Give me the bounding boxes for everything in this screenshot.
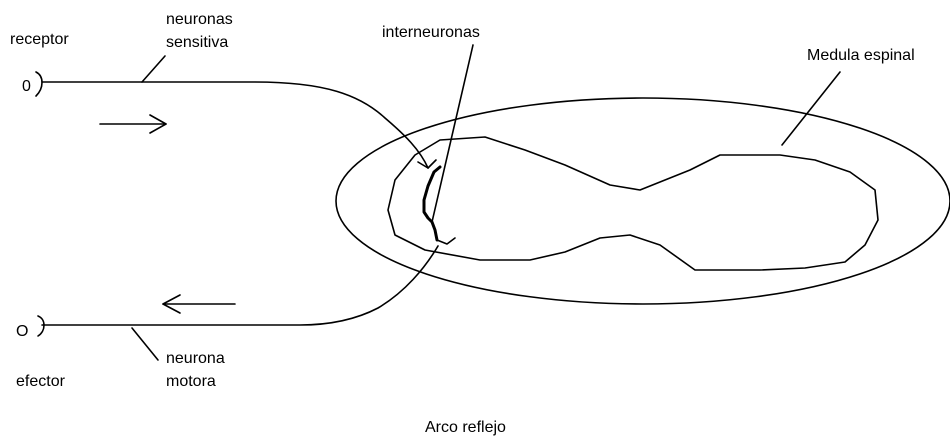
spinal-cord-outline — [336, 98, 950, 304]
arrow-left-icon — [163, 295, 235, 313]
label-spinal-cord: Medula espinal — [807, 47, 915, 64]
leader-line-sensory — [142, 56, 165, 82]
receptor-symbol-label: 0 — [22, 78, 31, 95]
label-sensory-neuron-line1: neuronas — [166, 11, 233, 28]
motor-neuron-fiber — [42, 246, 438, 325]
receptor-symbol — [36, 72, 42, 96]
sensory-neuron-fiber — [42, 82, 428, 168]
interneuron-body — [424, 167, 440, 240]
label-motor-neuron-line2: motora — [166, 373, 216, 390]
diagram-caption: Arco reflejo — [425, 419, 506, 436]
leader-line-motor — [132, 328, 158, 360]
interneuron-terminal — [437, 238, 455, 244]
label-effector: efector — [16, 373, 66, 390]
label-sensory-neuron-line2: sensitiva — [166, 34, 228, 51]
effector-symbol — [38, 316, 44, 336]
leader-line-interneurons — [432, 45, 473, 222]
arrow-right-icon — [100, 115, 166, 133]
sensory-neuron-terminal — [418, 160, 436, 168]
leader-line-medula — [782, 72, 840, 145]
grey-matter-shape — [388, 137, 878, 270]
label-motor-neuron-line1: neurona — [166, 350, 225, 367]
label-receptor: receptor — [10, 31, 69, 48]
effector-symbol-label: O — [16, 323, 28, 340]
label-interneurons: interneuronas — [382, 24, 480, 41]
